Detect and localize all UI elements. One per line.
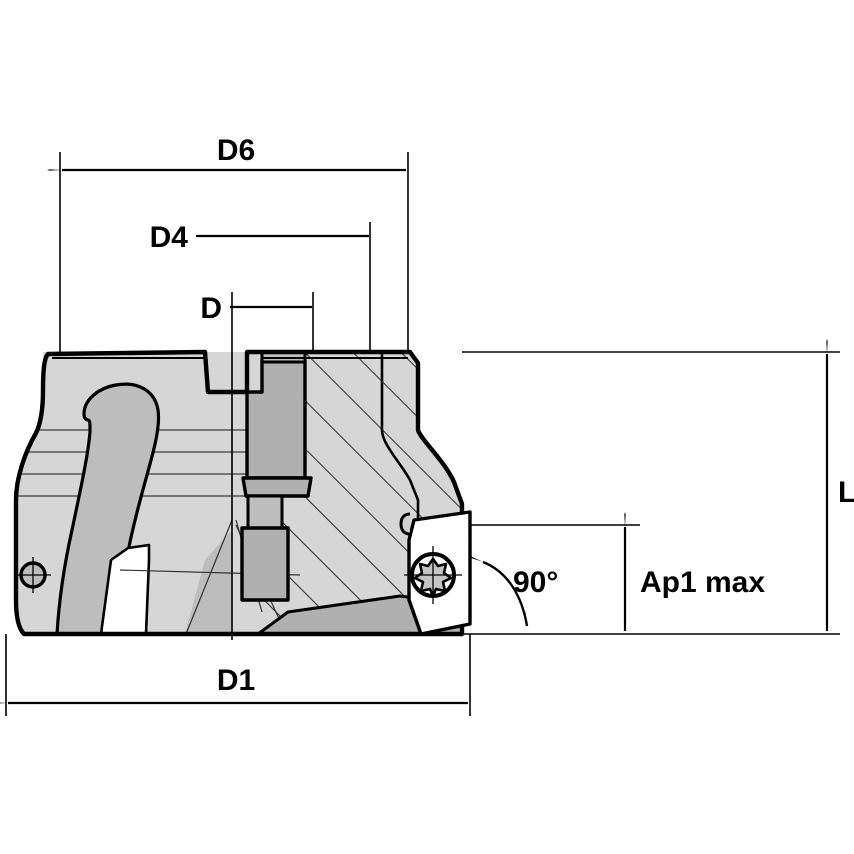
dimension-d: D	[200, 292, 312, 325]
center-bore-neck	[246, 494, 284, 530]
extension-lines	[5, 152, 840, 716]
insert-seat-pin	[399, 512, 411, 536]
center-bore-lower	[240, 526, 290, 602]
dimension-d1-label: D1	[217, 664, 255, 697]
cutter-body	[13, 349, 472, 637]
dimension-d4: D4	[150, 221, 369, 254]
body-outline	[13, 349, 465, 637]
dimension-d6-label: D6	[217, 134, 255, 167]
screw-hole-left	[15, 557, 51, 593]
dimension-ap1max: Ap1 max	[623, 512, 765, 631]
torx-screw	[404, 546, 462, 604]
dimension-d-label: D	[200, 292, 222, 325]
dimension-d6: D6	[47, 134, 406, 172]
dimension-lines: D6 D4 D D1 Ap1 max L 90°	[0, 134, 854, 705]
center-bore-collar	[241, 476, 313, 498]
chip-flute-left	[55, 382, 161, 636]
dimension-d4-label: D4	[150, 221, 189, 254]
body-right-inner-profile	[380, 352, 420, 596]
dimension-angle-90-label: 90°	[513, 566, 558, 599]
dimension-d1: D1	[0, 664, 468, 705]
dimension-l: L	[825, 339, 854, 631]
dimension-ap1max-label: Ap1 max	[640, 566, 765, 599]
dimension-angle-90: 90°	[468, 555, 558, 627]
dimension-l-label: L	[838, 476, 854, 509]
